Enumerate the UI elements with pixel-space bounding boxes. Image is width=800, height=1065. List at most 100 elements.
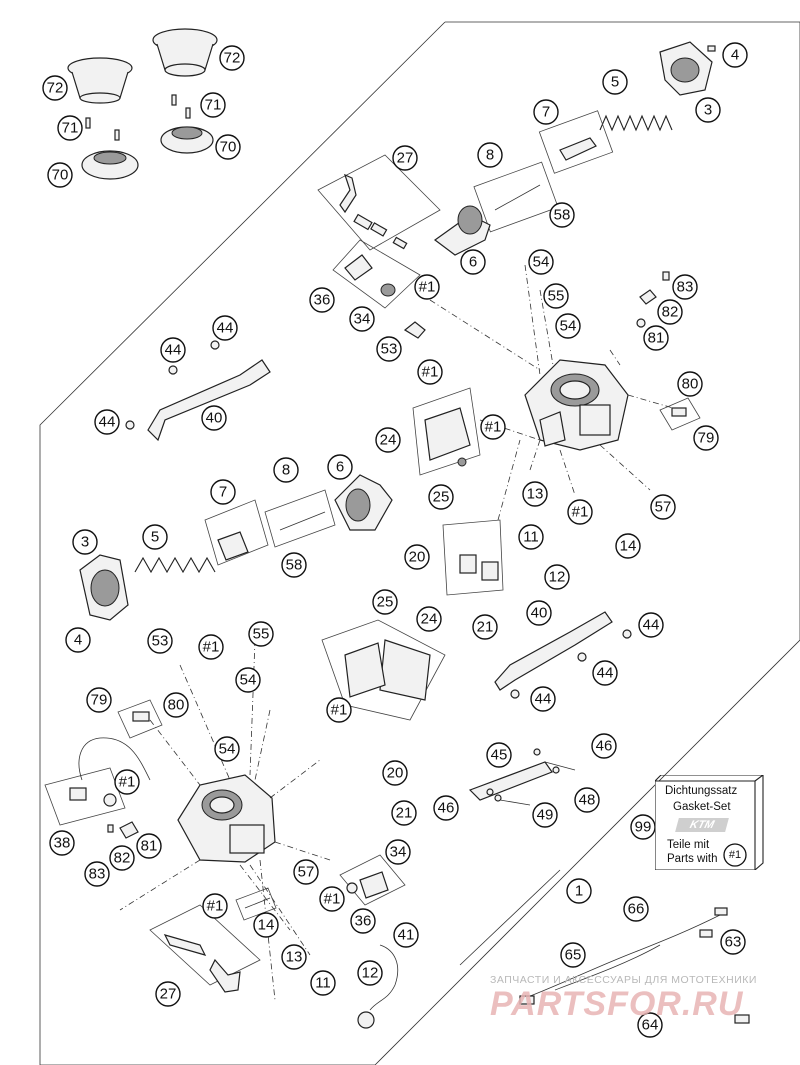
- callout-label: 8: [282, 462, 290, 479]
- callout-99: 99: [630, 814, 656, 840]
- callout-label: 21: [396, 805, 413, 822]
- callout-label: 57: [655, 499, 672, 516]
- callout-label: 44: [597, 665, 614, 682]
- callout-8: 8: [477, 142, 503, 168]
- callout-circle: [350, 908, 376, 934]
- jet-box-middle: [442, 519, 504, 596]
- callout-24: 24: [416, 606, 442, 632]
- callout-circle: [198, 634, 224, 660]
- callout-circle: [86, 687, 112, 713]
- callout-label: 72: [224, 50, 241, 67]
- callout-circle: [212, 315, 238, 341]
- callout-44: 44: [94, 409, 120, 435]
- callout-circle: [722, 42, 748, 68]
- callout-label: 3: [704, 102, 712, 119]
- callout-14: 14: [615, 533, 641, 559]
- callout-circle: [480, 414, 506, 440]
- callout-hash-1: #1: [326, 697, 352, 723]
- callout-circle: [281, 552, 307, 578]
- callout-circle: [567, 499, 593, 525]
- callout-circle: [94, 409, 120, 435]
- callout-circle: [522, 481, 548, 507]
- callout-81: 81: [643, 325, 669, 351]
- callout-57: 57: [293, 859, 319, 885]
- callout-5: 5: [602, 69, 628, 95]
- callout-label: 53: [381, 341, 398, 358]
- ktm-logo: KTM: [675, 818, 729, 832]
- callout-circle: [602, 69, 628, 95]
- callout-label: 24: [380, 432, 397, 449]
- callout-83: 83: [672, 274, 698, 300]
- callout-circle: [528, 249, 554, 275]
- gasket-kit-note-en-text: Parts with: [667, 853, 718, 865]
- callout-3: 3: [72, 529, 98, 555]
- callout-label: #1: [331, 702, 348, 719]
- callout-circle: [592, 660, 618, 686]
- callout-81: 81: [136, 833, 162, 859]
- callout-hash-1: #1: [567, 499, 593, 525]
- callout-7: 7: [210, 479, 236, 505]
- callout-circle: [549, 202, 575, 228]
- callout-44: 44: [530, 686, 556, 712]
- callout-label: 4: [731, 47, 739, 64]
- callout-label: 58: [286, 557, 303, 574]
- callout-46: 46: [433, 795, 459, 821]
- callout-label: 25: [377, 594, 394, 611]
- callout-circle: [533, 99, 559, 125]
- callout-label: 57: [298, 864, 315, 881]
- callout-circle: [160, 337, 186, 363]
- callout-circle: [560, 942, 586, 968]
- callout-11: 11: [518, 524, 544, 550]
- callout-circle: [486, 742, 512, 768]
- callout-label: 8: [486, 147, 494, 164]
- callout-4: 4: [722, 42, 748, 68]
- callout-label: 1: [575, 883, 583, 900]
- callout-circle: [215, 134, 241, 160]
- callout-label: 66: [628, 901, 645, 918]
- callout-circle: [543, 283, 569, 309]
- callout-label: #1: [485, 419, 502, 436]
- callout-circle: [477, 142, 503, 168]
- callout-41: 41: [393, 922, 419, 948]
- gasket-kit-badge-label: #1: [729, 849, 741, 861]
- callout-82: 82: [109, 845, 135, 871]
- callout-label: 55: [548, 288, 565, 305]
- callout-circle: [248, 621, 274, 647]
- callout-54: 54: [235, 667, 261, 693]
- callout-label: 27: [160, 986, 177, 1003]
- callout-label: 20: [409, 549, 426, 566]
- callout-label: 40: [531, 605, 548, 622]
- callout-6: 6: [460, 249, 486, 275]
- callout-circle: [657, 299, 683, 325]
- callout-14: 14: [253, 912, 279, 938]
- callout-circle: [136, 833, 162, 859]
- callout-circle: [72, 529, 98, 555]
- callout-circle: [49, 830, 75, 856]
- callout-label: 25: [433, 489, 450, 506]
- callout-circle: [273, 457, 299, 483]
- callout-21: 21: [391, 800, 417, 826]
- callout-label: 81: [648, 330, 665, 347]
- lever-lower: [494, 611, 632, 699]
- callout-label: 13: [286, 949, 303, 966]
- callout-circle: [677, 371, 703, 397]
- callout-13: 13: [281, 944, 307, 970]
- callout-circle: [643, 325, 669, 351]
- callout-44: 44: [212, 315, 238, 341]
- callout-45: 45: [486, 742, 512, 768]
- callout-label: 80: [682, 376, 699, 393]
- callout-58: 58: [281, 552, 307, 578]
- callout-label: #1: [324, 891, 341, 908]
- callout-label: 40: [206, 410, 223, 427]
- callout-label: #1: [422, 364, 439, 381]
- callout-circle: [372, 589, 398, 615]
- callout-circle: [57, 115, 83, 141]
- callout-circle: [638, 612, 664, 638]
- callout-label: 79: [91, 692, 108, 709]
- callout-label: 70: [52, 167, 69, 184]
- callout-12: 12: [544, 564, 570, 590]
- callout-hash-1: #1: [480, 414, 506, 440]
- callout-79: 79: [693, 425, 719, 451]
- callout-circle: [414, 274, 440, 300]
